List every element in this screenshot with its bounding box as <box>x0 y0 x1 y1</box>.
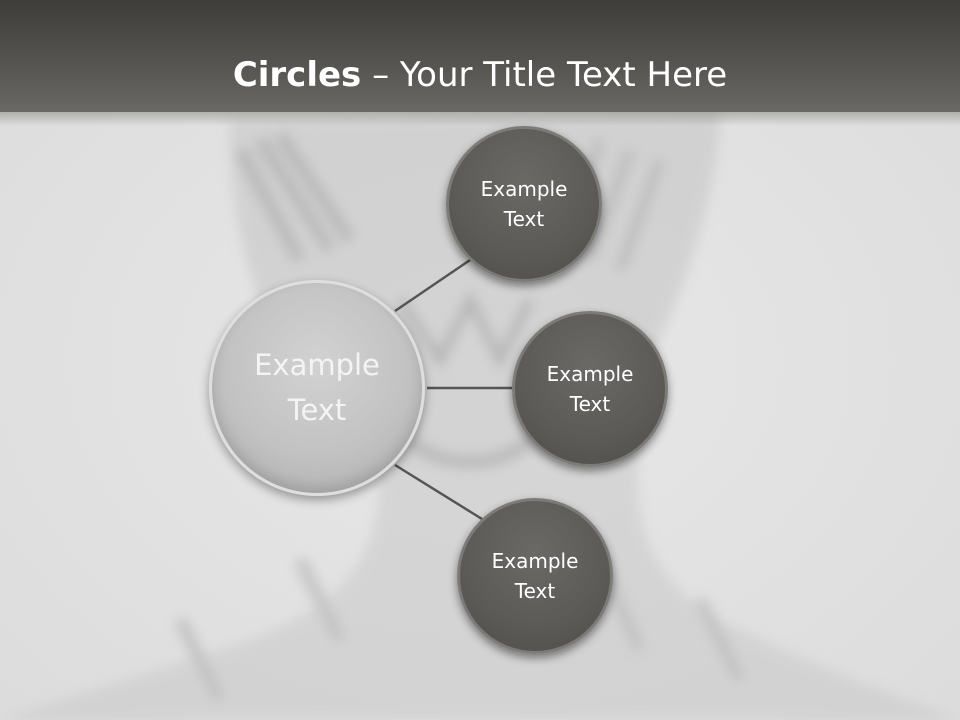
satellite-label-top: Example Text <box>480 177 568 231</box>
connector-bottom <box>394 463 483 521</box>
title-bar-shadow <box>0 112 960 126</box>
center-circle-label: Example Text <box>254 348 380 427</box>
satellite-circle-middle[interactable]: Example Text <box>512 311 668 467</box>
slide-title[interactable]: Circles – Your Title Text Here <box>0 52 960 98</box>
satellite-circle-top[interactable]: Example Text <box>446 126 602 282</box>
satellite-circle-bottom[interactable]: Example Text <box>457 498 613 654</box>
satellite-label-middle: Example Text <box>546 362 634 416</box>
connector-top <box>394 256 474 313</box>
satellite-label-bottom: Example Text <box>491 549 579 603</box>
title-bar <box>0 0 960 112</box>
center-circle[interactable]: Example Text <box>209 280 425 496</box>
title-bold: Circles <box>232 55 362 95</box>
title-rest: – Your Title Text Here <box>361 55 728 95</box>
